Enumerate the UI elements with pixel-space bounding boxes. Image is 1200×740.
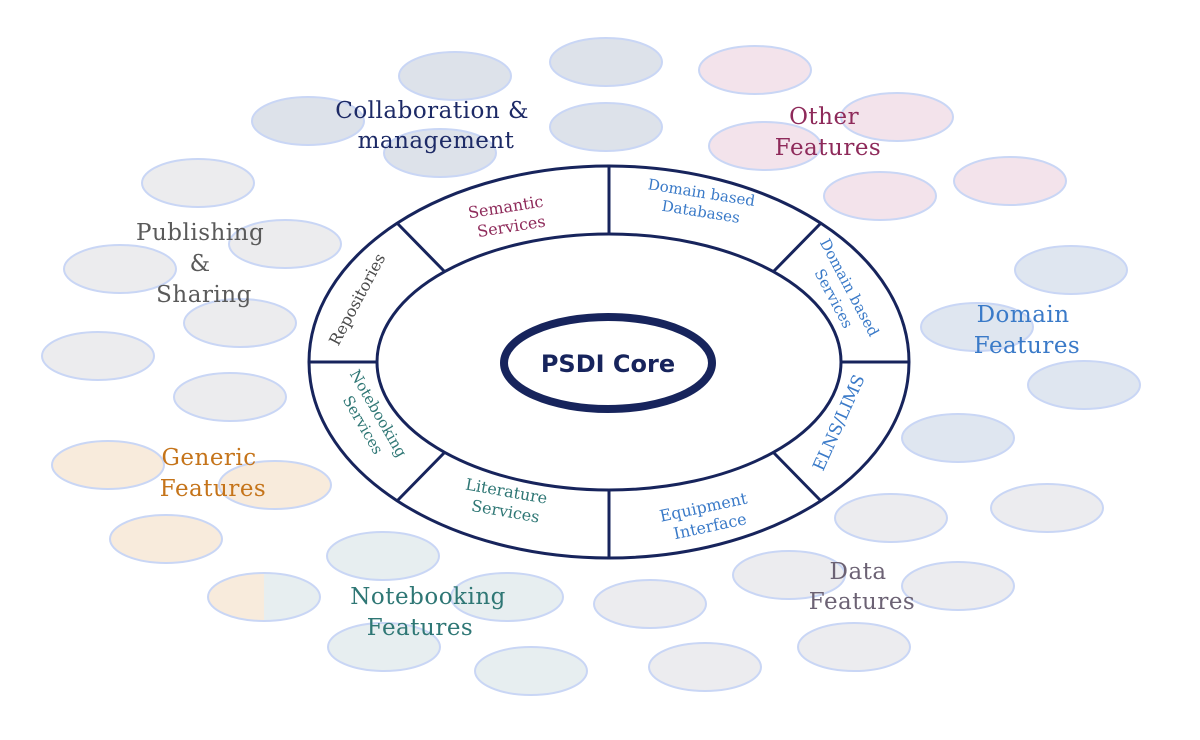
feature-bubble (797, 622, 911, 672)
feature-bubble (990, 483, 1104, 533)
feature-bubble (141, 158, 255, 208)
feature-bubble-split-right (264, 573, 320, 621)
feature-bubble (327, 622, 441, 672)
feature-bubble (398, 51, 512, 101)
feature-bubble (732, 550, 846, 600)
feature-bubble (173, 372, 287, 422)
feature-bubble (840, 92, 954, 142)
feature-bubble (251, 96, 365, 146)
feature-bubble (648, 642, 762, 692)
feature-bubble (549, 37, 663, 87)
group-publishing-sharing: Publishing & Sharing (136, 220, 272, 308)
feature-bubble (383, 128, 497, 178)
feature-bubble (901, 413, 1015, 463)
feature-bubbles (41, 37, 1141, 696)
feature-bubble (834, 493, 948, 543)
group-notebooking-features: Notebooking Features (350, 584, 513, 641)
group-data-features: Data Features (809, 559, 916, 615)
feature-bubble (326, 531, 440, 581)
feature-bubble-split-left (208, 573, 264, 621)
group-collaboration-management: Collaboration & management (335, 98, 537, 154)
feature-bubble (63, 244, 177, 294)
feature-bubble (41, 331, 155, 381)
feature-bubble (450, 572, 564, 622)
psdi-core-ellipse (500, 313, 716, 413)
feature-bubble (1027, 360, 1141, 410)
feature-bubble (708, 121, 822, 171)
group-domain-features: Domain Features (974, 302, 1081, 359)
feature-bubble (51, 440, 165, 490)
feature-bubble (593, 579, 707, 629)
core-ring: PSDI Core (307, 164, 911, 560)
feature-bubble (218, 460, 332, 510)
segment-dividers (309, 166, 909, 558)
feature-bubble (474, 646, 588, 696)
feature-bubble (901, 561, 1015, 611)
feature-bubble (823, 171, 937, 221)
group-generic-features: Generic Features (160, 445, 267, 502)
feature-bubble (920, 302, 1034, 352)
psdi-core-label: PSDI Core (541, 350, 675, 378)
feature-bubble (183, 298, 297, 348)
feature-bubble (549, 102, 663, 152)
feature-bubble-split-outline (207, 572, 321, 622)
feature-bubble (1014, 245, 1128, 295)
feature-bubble (109, 514, 223, 564)
feature-bubble (953, 156, 1067, 206)
group-other-features: Other Features (775, 104, 882, 161)
feature-bubble (698, 45, 812, 95)
group-labels: Collaboration & management Other Feature… (136, 98, 1080, 641)
feature-bubble (228, 219, 342, 269)
